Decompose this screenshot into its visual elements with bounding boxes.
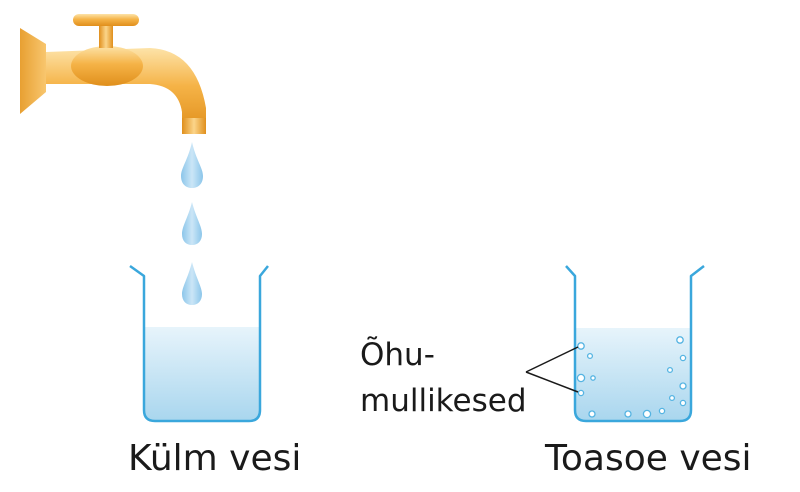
air-bubble [588,410,596,418]
air-bubble [658,407,666,415]
beaker-room-glass [565,265,705,423]
faucet-wall-flange [20,28,46,114]
callout-line-lower [525,371,579,393]
beaker-cold [129,264,269,423]
beaker-room-water [575,328,691,421]
callout-line-upper [525,346,579,373]
air-bubble [586,352,594,360]
droplet-2 [182,202,202,245]
faucet-handle [73,14,139,26]
faucet-valve-body [71,46,143,86]
beaker-room [565,265,705,423]
air-bubble [577,389,585,397]
air-bubble [642,409,652,419]
label-air-bubbles-line1: Õhu- [360,337,435,373]
air-bubbles [576,336,687,419]
faucet-spout-tip [182,118,206,134]
air-bubble [577,342,585,350]
label-room-water: Toasoe vesi [545,438,752,479]
beaker-cold-glass [129,264,269,423]
faucet-stem [99,22,113,48]
air-bubble [666,366,674,374]
droplet-1 [181,142,203,188]
air-bubble [624,410,632,418]
air-bubble [679,382,687,390]
beaker-cold-water [144,327,260,421]
air-bubble [668,394,676,402]
bubble-callout-lines [525,346,579,393]
air-bubble [590,375,596,381]
air-bubble [679,399,687,407]
air-bubble [679,354,687,362]
water-droplets [181,142,203,305]
droplet-3 [182,262,202,305]
label-air-bubbles-line2: mullikesed [360,383,527,419]
faucet [20,14,206,134]
air-bubble [576,373,586,383]
air-bubble [676,336,684,344]
label-cold-water: Külm vesi [128,438,302,479]
